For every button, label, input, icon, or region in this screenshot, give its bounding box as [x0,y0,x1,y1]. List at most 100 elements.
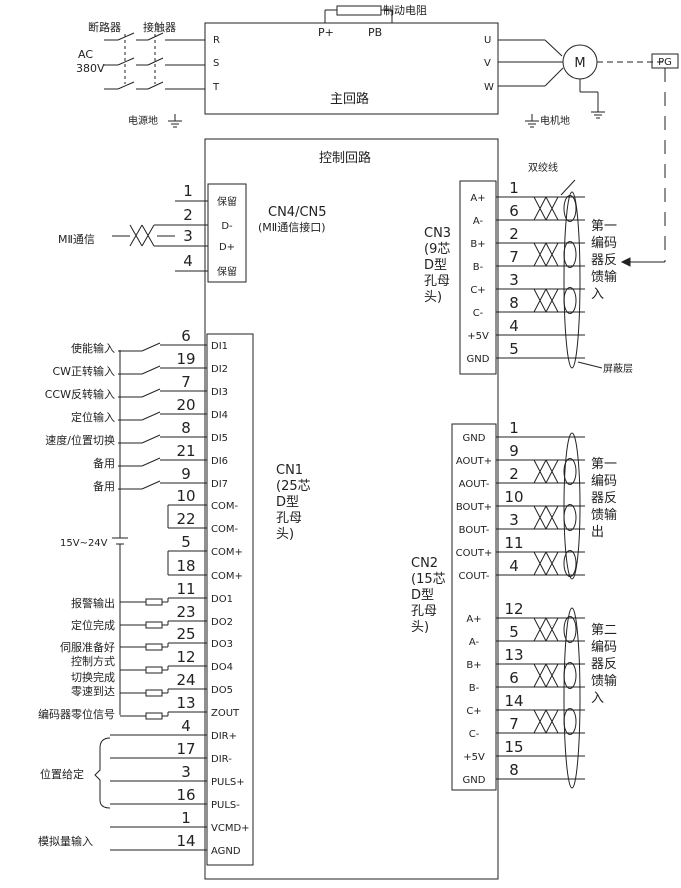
cn1-pin-label: COM- [211,501,238,512]
cn1-pin-label: VCMD+ [211,823,250,834]
cn2-upper-side-label: 编码 [591,474,617,489]
cn2-lower-pin-number: 13 [504,646,523,664]
cn2-lower-pin-label: +5V [463,752,485,763]
cn1-pin-number: 17 [176,740,195,758]
cn2-upper-shield [563,432,581,580]
cn1-pin-number: 25 [176,625,195,643]
cn1-pin-number: 9 [181,465,191,483]
cn2-upper-pin-label: BOUT+ [456,502,492,513]
cn3-shield-ring [563,195,577,222]
cn2-upper-side-label: 出 [591,525,604,540]
cn3-side-label: 馈输 [591,269,617,285]
do5-signal: 切换完成 [71,670,115,684]
cn3-pin-label: C+ [470,285,485,296]
cn1-pin-label: DI3 [211,387,228,398]
cn1-pin-label: AGND [211,846,241,857]
cn2-twist [533,663,559,688]
brake-resistor-label: 制动电阻 [383,4,427,17]
cn1-pin-label: COM+ [211,571,243,582]
cn4-title: CN4/CN5 [268,205,327,220]
cn1-title-line: D型 [276,495,299,510]
cn2-lower-pin-label: GND [463,775,486,786]
cn2-upper-side-label: 器反 [591,491,617,506]
cn1-signal-label: 使能输入 [71,341,115,355]
cn2-lower-pin-number: 15 [504,738,523,756]
cn2-upper-pin-number: 3 [509,511,519,529]
input-terminal-S: S [213,58,219,69]
cn3-pin-number: 7 [509,248,519,266]
cn3-side-label: 编码 [591,236,617,251]
cn3-pin-label: GND [467,354,490,365]
cn3-pin-label: B- [473,262,484,273]
cn2-lower-side-label: 入 [591,691,604,706]
cn4-pin-number: 1 [183,182,193,200]
cn1-switch-blade [141,388,161,398]
do2-signal: 定位完成 [71,618,115,632]
cn1-title-line: 孔母 [276,511,302,526]
cn1-pin-number: 12 [176,648,195,666]
cn2-twist [533,505,559,530]
cn1-pin-label: DI4 [211,410,228,421]
cn1-pin-label: DI6 [211,456,228,467]
cn2-twist [533,617,559,642]
input-terminal-T: T [212,82,220,93]
cn1-pin-label: DO5 [211,685,233,696]
cn4-pin-label: D- [221,221,233,232]
cn3-twist [533,242,559,267]
cn1-connector [206,333,254,866]
cn3-twist [533,196,559,221]
cn1-pin-number: 11 [176,580,195,598]
cn1-pin-number: 13 [176,694,195,712]
cn3-pin-label: A- [473,216,484,227]
cn4-pin-number: 2 [183,206,193,224]
cn2-twist [533,551,559,576]
cn2-lower-pin-label: A+ [466,614,481,625]
cn1-switch-blade [141,342,161,352]
output-terminal-V: V [484,58,491,69]
main-circuit-box [204,22,499,115]
main-circuit-title: 主回路 [330,91,369,107]
position-brace [94,737,111,809]
power-ground-label: 电源地 [128,114,158,127]
cn3-title-line: CN3 [424,226,451,241]
supply-label: 15V~24V [60,538,108,549]
cn1-switch-blade [141,457,161,467]
cn2-upper-pin-label: GND [463,433,486,444]
cn1-pin-label: DO2 [211,617,233,628]
output-terminal-W: W [484,82,494,93]
cn2-lower-pin-label: C+ [466,706,481,717]
cn3-side-label: 器反 [591,253,617,268]
cn2-lower-side-label: 馈输 [591,673,617,689]
cn4-pin-number: 4 [183,252,193,270]
cn1-switch-blade [141,411,161,421]
cn1-signal-label: 备用 [93,479,115,493]
cn2-lower-pin-number: 6 [509,669,519,687]
cn1-output-resistor [145,666,163,674]
cn1-pin-number: 5 [181,533,191,551]
cn1-pin-number: 7 [181,373,191,391]
cn3-pin-number: 5 [509,340,519,358]
cn2-upper-side-label: 第一 [591,457,617,472]
cn2-upper-pin-label: COUT- [459,571,490,582]
cn1-signal-label: 速度/位置切换 [45,433,115,447]
brake-resistor [336,5,382,16]
cn4-connector [207,183,247,283]
cn1-switch-blade [141,480,161,490]
cn2-shield-ring [563,708,577,735]
breaker-label: 断路器 [88,20,121,34]
cn1-pin-number: 21 [176,442,195,460]
p-plus-label: P+ [318,26,334,39]
control-circuit-title: 控制回路 [319,150,371,166]
cn2-twist [533,709,559,734]
ac-label: AC [78,48,93,61]
cn1-pin-label: DIR+ [211,731,237,742]
cn1-output-resistor [145,598,163,606]
cn1-output-resistor [145,689,163,697]
position-command-label: 位置给定 [40,767,84,781]
contactor-label: 接触器 [143,20,176,34]
voltage-label: 380V [76,62,105,75]
cn1-output-resistor [145,621,163,629]
cn2-lower-pin-label: B- [469,683,480,694]
control-circuit-box [204,138,499,880]
